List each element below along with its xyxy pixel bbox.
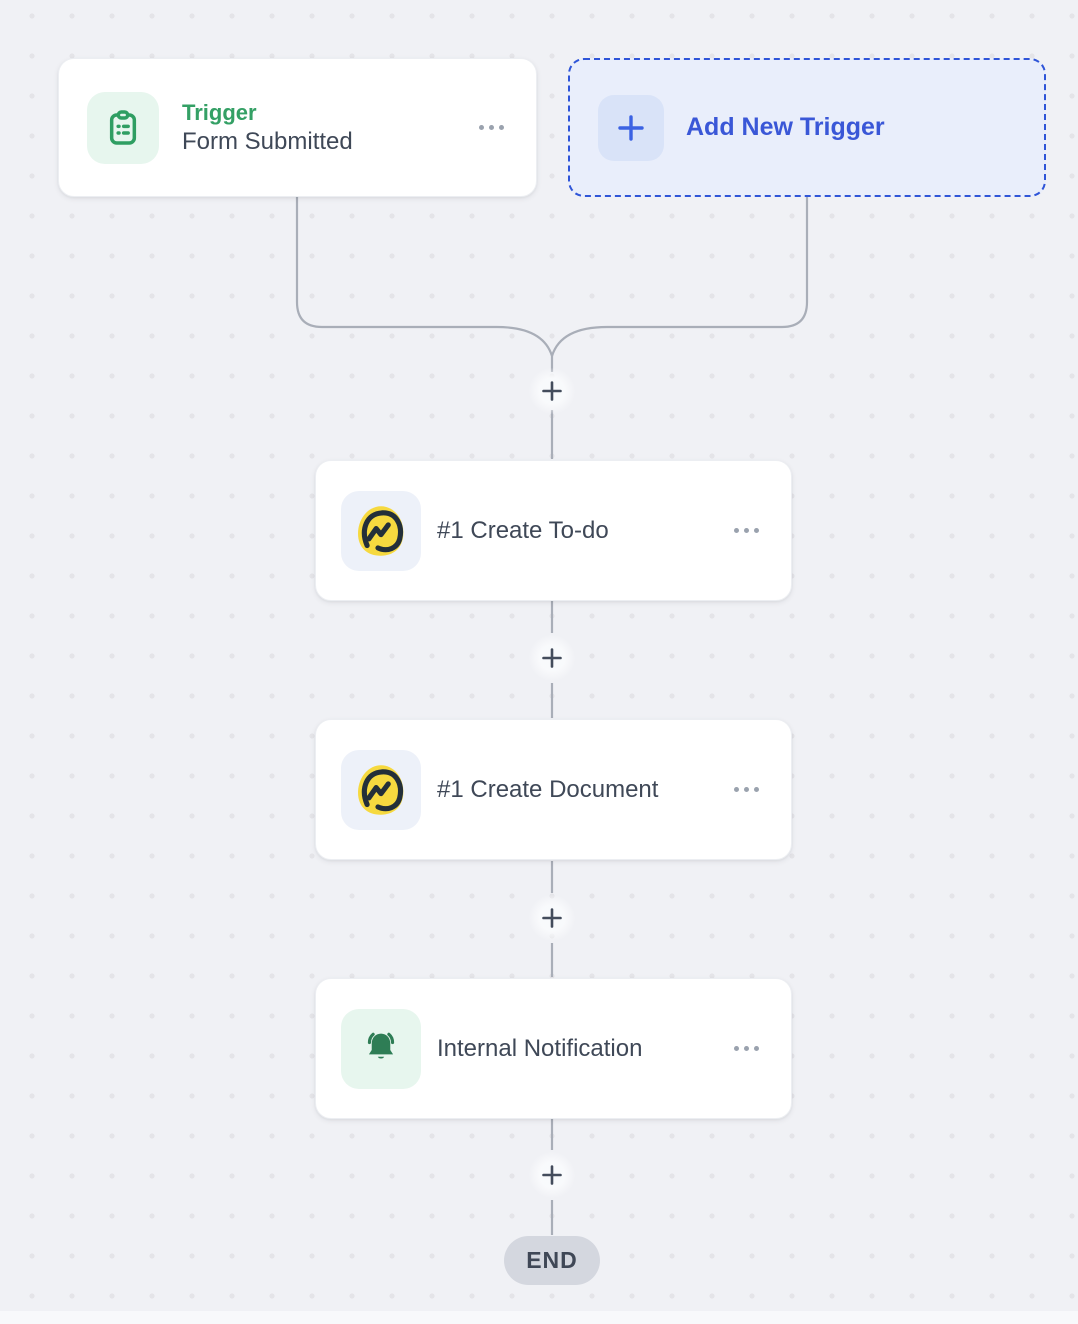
step-icon-tile xyxy=(341,490,421,571)
step-node-internal-notification[interactable]: Internal Notification xyxy=(315,978,792,1119)
ellipsis-icon xyxy=(734,1046,739,1051)
step-menu-button[interactable] xyxy=(730,1038,763,1059)
ellipsis-icon xyxy=(734,787,739,792)
clipboard-icon xyxy=(109,109,137,145)
connector-left-branch xyxy=(295,197,554,372)
end-badge: END xyxy=(504,1236,600,1285)
plus-icon xyxy=(542,381,562,401)
step-icon-tile xyxy=(341,749,421,830)
connector-right-branch xyxy=(550,197,809,357)
trigger-icon-tile xyxy=(87,91,159,164)
add-new-trigger-button[interactable]: Add New Trigger xyxy=(568,58,1046,197)
step-title: #1 Create Document xyxy=(437,775,659,803)
plus-icon xyxy=(542,1165,562,1185)
trigger-node[interactable]: Trigger Form Submitted xyxy=(58,58,537,197)
add-step-button[interactable] xyxy=(529,368,575,414)
trigger-text: Trigger Form Submitted xyxy=(182,99,353,155)
end-label: END xyxy=(526,1247,578,1273)
plus-icon xyxy=(542,908,562,928)
trigger-type-label: Trigger xyxy=(182,99,257,125)
bell-icon xyxy=(367,1032,395,1058)
plus-icon xyxy=(542,648,562,668)
step-title: #1 Create To-do xyxy=(437,516,609,544)
step-icon-tile xyxy=(341,1008,421,1089)
canvas-bottom-edge xyxy=(0,1311,1078,1324)
trigger-menu-button[interactable] xyxy=(475,117,508,138)
step-menu-button[interactable] xyxy=(730,779,763,800)
step-menu-button[interactable] xyxy=(730,520,763,541)
ellipsis-icon xyxy=(734,528,739,533)
ellipsis-icon xyxy=(479,125,484,130)
trigger-title: Form Submitted xyxy=(182,127,353,155)
plus-icon xyxy=(618,114,644,141)
step-title: Internal Notification xyxy=(437,1034,643,1062)
basecamp-icon xyxy=(358,505,404,556)
add-step-button[interactable] xyxy=(529,1152,575,1198)
step-node-create-document[interactable]: #1 Create Document xyxy=(315,719,792,860)
add-step-button[interactable] xyxy=(529,895,575,941)
add-step-button[interactable] xyxy=(529,635,575,681)
basecamp-icon xyxy=(358,764,404,815)
step-node-create-todo[interactable]: #1 Create To-do xyxy=(315,460,792,601)
add-trigger-label: Add New Trigger xyxy=(686,113,885,141)
add-trigger-icon-tile xyxy=(598,94,664,161)
